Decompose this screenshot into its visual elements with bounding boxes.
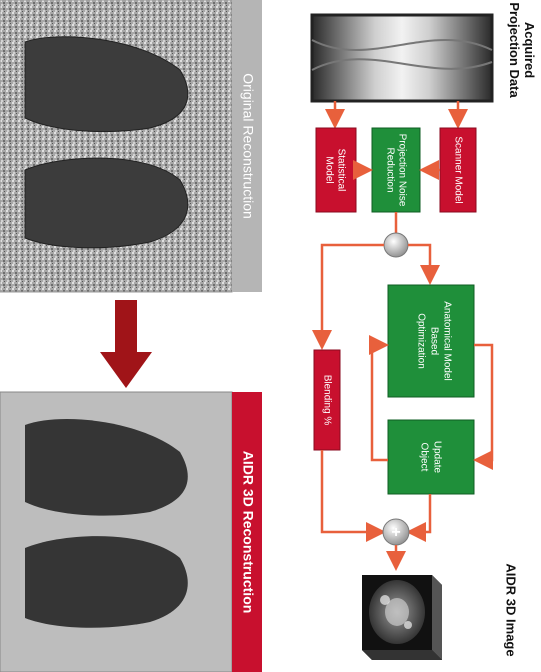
anatomical-line1: Anatomical Model bbox=[441, 301, 452, 380]
original-title: Original Reconstruction bbox=[240, 73, 256, 219]
anatomical-line3: Optimization bbox=[415, 313, 426, 369]
lung-lower-aidr bbox=[25, 536, 188, 628]
plus-node-icon: + bbox=[383, 519, 409, 545]
projection-data-image bbox=[312, 15, 492, 101]
loop-right-path bbox=[474, 345, 492, 460]
anatomical-optimization-box: Anatomical Model Based Optimization bbox=[388, 285, 474, 397]
arrow-node-to-blending bbox=[322, 245, 384, 345]
aidr-image-label: AIDR 3D Image bbox=[504, 563, 519, 656]
statistical-model-box: Statistical Model bbox=[316, 128, 356, 212]
original-title-band: Original Reconstruction bbox=[232, 0, 262, 292]
update-object-box: Update Object bbox=[388, 420, 474, 494]
split-node-icon bbox=[384, 233, 408, 257]
aidr-title: AIDR 3D Reconstruction bbox=[240, 451, 256, 614]
statistical-line1: Statistical bbox=[335, 149, 346, 192]
plus-symbol: + bbox=[391, 524, 400, 541]
acquired-label-line2: Projection Data bbox=[507, 2, 522, 98]
blending-box: Blending % bbox=[314, 350, 340, 450]
arrow-node-to-anatomical bbox=[408, 245, 430, 280]
lung-lower bbox=[25, 158, 188, 248]
scanner-model-box: Scanner Model bbox=[440, 128, 476, 212]
scanner-model-label: Scanner Model bbox=[452, 136, 463, 203]
acquired-label-line1: Acquired bbox=[522, 22, 537, 78]
loop-left-path bbox=[372, 345, 388, 460]
aidr-reconstruction-panel bbox=[0, 392, 232, 672]
anatomical-line2: Based bbox=[428, 327, 439, 355]
projection-noise-line2: Reduction bbox=[384, 147, 395, 192]
statistical-line2: Model bbox=[323, 156, 334, 183]
aidr-3d-image-cube bbox=[362, 575, 442, 660]
blending-label: Blending % bbox=[321, 375, 332, 426]
update-line1: Update bbox=[431, 441, 442, 474]
arrow-blending-to-plus bbox=[322, 450, 381, 532]
projection-noise-reduction-box: Projection Noise Reduction bbox=[372, 128, 420, 212]
arrow-update-to-plus bbox=[411, 494, 430, 532]
down-arrow-icon bbox=[100, 300, 152, 388]
aidr-title-band: AIDR 3D Reconstruction bbox=[232, 392, 262, 672]
update-line2: Object bbox=[418, 443, 429, 472]
original-reconstruction-panel bbox=[0, 0, 232, 292]
projection-noise-line1: Projection Noise bbox=[396, 134, 407, 207]
